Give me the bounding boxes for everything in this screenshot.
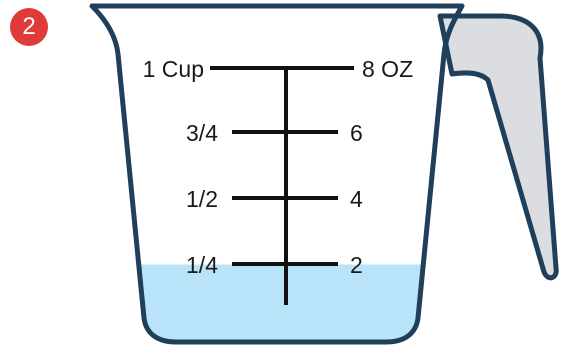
label-right-6: 6 [350, 120, 363, 146]
step-number-badge: 2 [10, 8, 48, 46]
label-right-4: 4 [350, 186, 363, 212]
water-fill [138, 264, 424, 342]
label-right-2: 2 [350, 252, 363, 278]
cup-body [89, 3, 465, 345]
label-left-1-cup: 1 Cup [143, 56, 204, 82]
cup-handle [437, 13, 559, 281]
label-left-1-4: 1/4 [186, 252, 218, 278]
label-left-1-2: 1/2 [186, 186, 218, 212]
label-left-3-4: 3/4 [186, 120, 218, 146]
measurement-scale: 1 Cup 8 OZ 3/4 6 1/2 4 1/4 2 [143, 56, 413, 305]
label-right-8-oz: 8 OZ [362, 56, 413, 82]
